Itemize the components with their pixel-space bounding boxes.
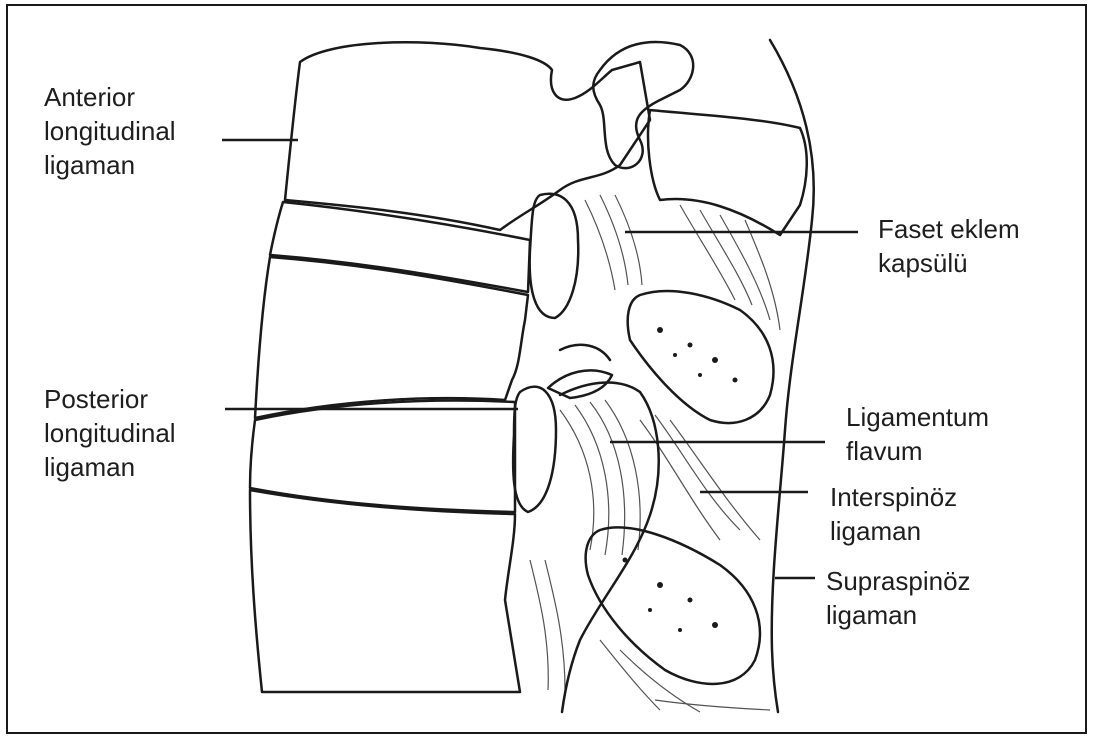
- articular-process: [593, 42, 693, 168]
- upper-foramen: [530, 194, 579, 318]
- upper-vertebral-body: [285, 42, 650, 230]
- label-ligamentum-flavum: Ligamentum flavum: [846, 400, 989, 468]
- middle-vertebral-body: [255, 257, 528, 418]
- lower-facet-capsule: [548, 370, 612, 398]
- lower-vertebral-body: [250, 490, 520, 692]
- ligament-texture: [530, 195, 780, 712]
- posterior-contour: [770, 40, 814, 712]
- upper-disc: [270, 202, 530, 292]
- label-anterior-longitudinal-ligaman: Anterior longitudinal ligaman: [44, 80, 176, 182]
- lower-foramen: [513, 387, 556, 512]
- upper-lamina: [648, 110, 807, 235]
- label-posterior-longitudinal-ligaman: Posterior longitudinal ligaman: [44, 382, 176, 484]
- label-faset-eklem-kapsulu: Faset eklem kapsülü: [878, 212, 1020, 280]
- upper-spinous-process: [628, 291, 774, 423]
- label-interspinoz-ligaman: Interspinöz ligaman: [830, 480, 957, 548]
- lower-spinous-process: [586, 527, 760, 684]
- flavum-outline: [560, 383, 659, 712]
- label-supraspinoz-ligaman: Supraspinöz ligaman: [826, 564, 971, 632]
